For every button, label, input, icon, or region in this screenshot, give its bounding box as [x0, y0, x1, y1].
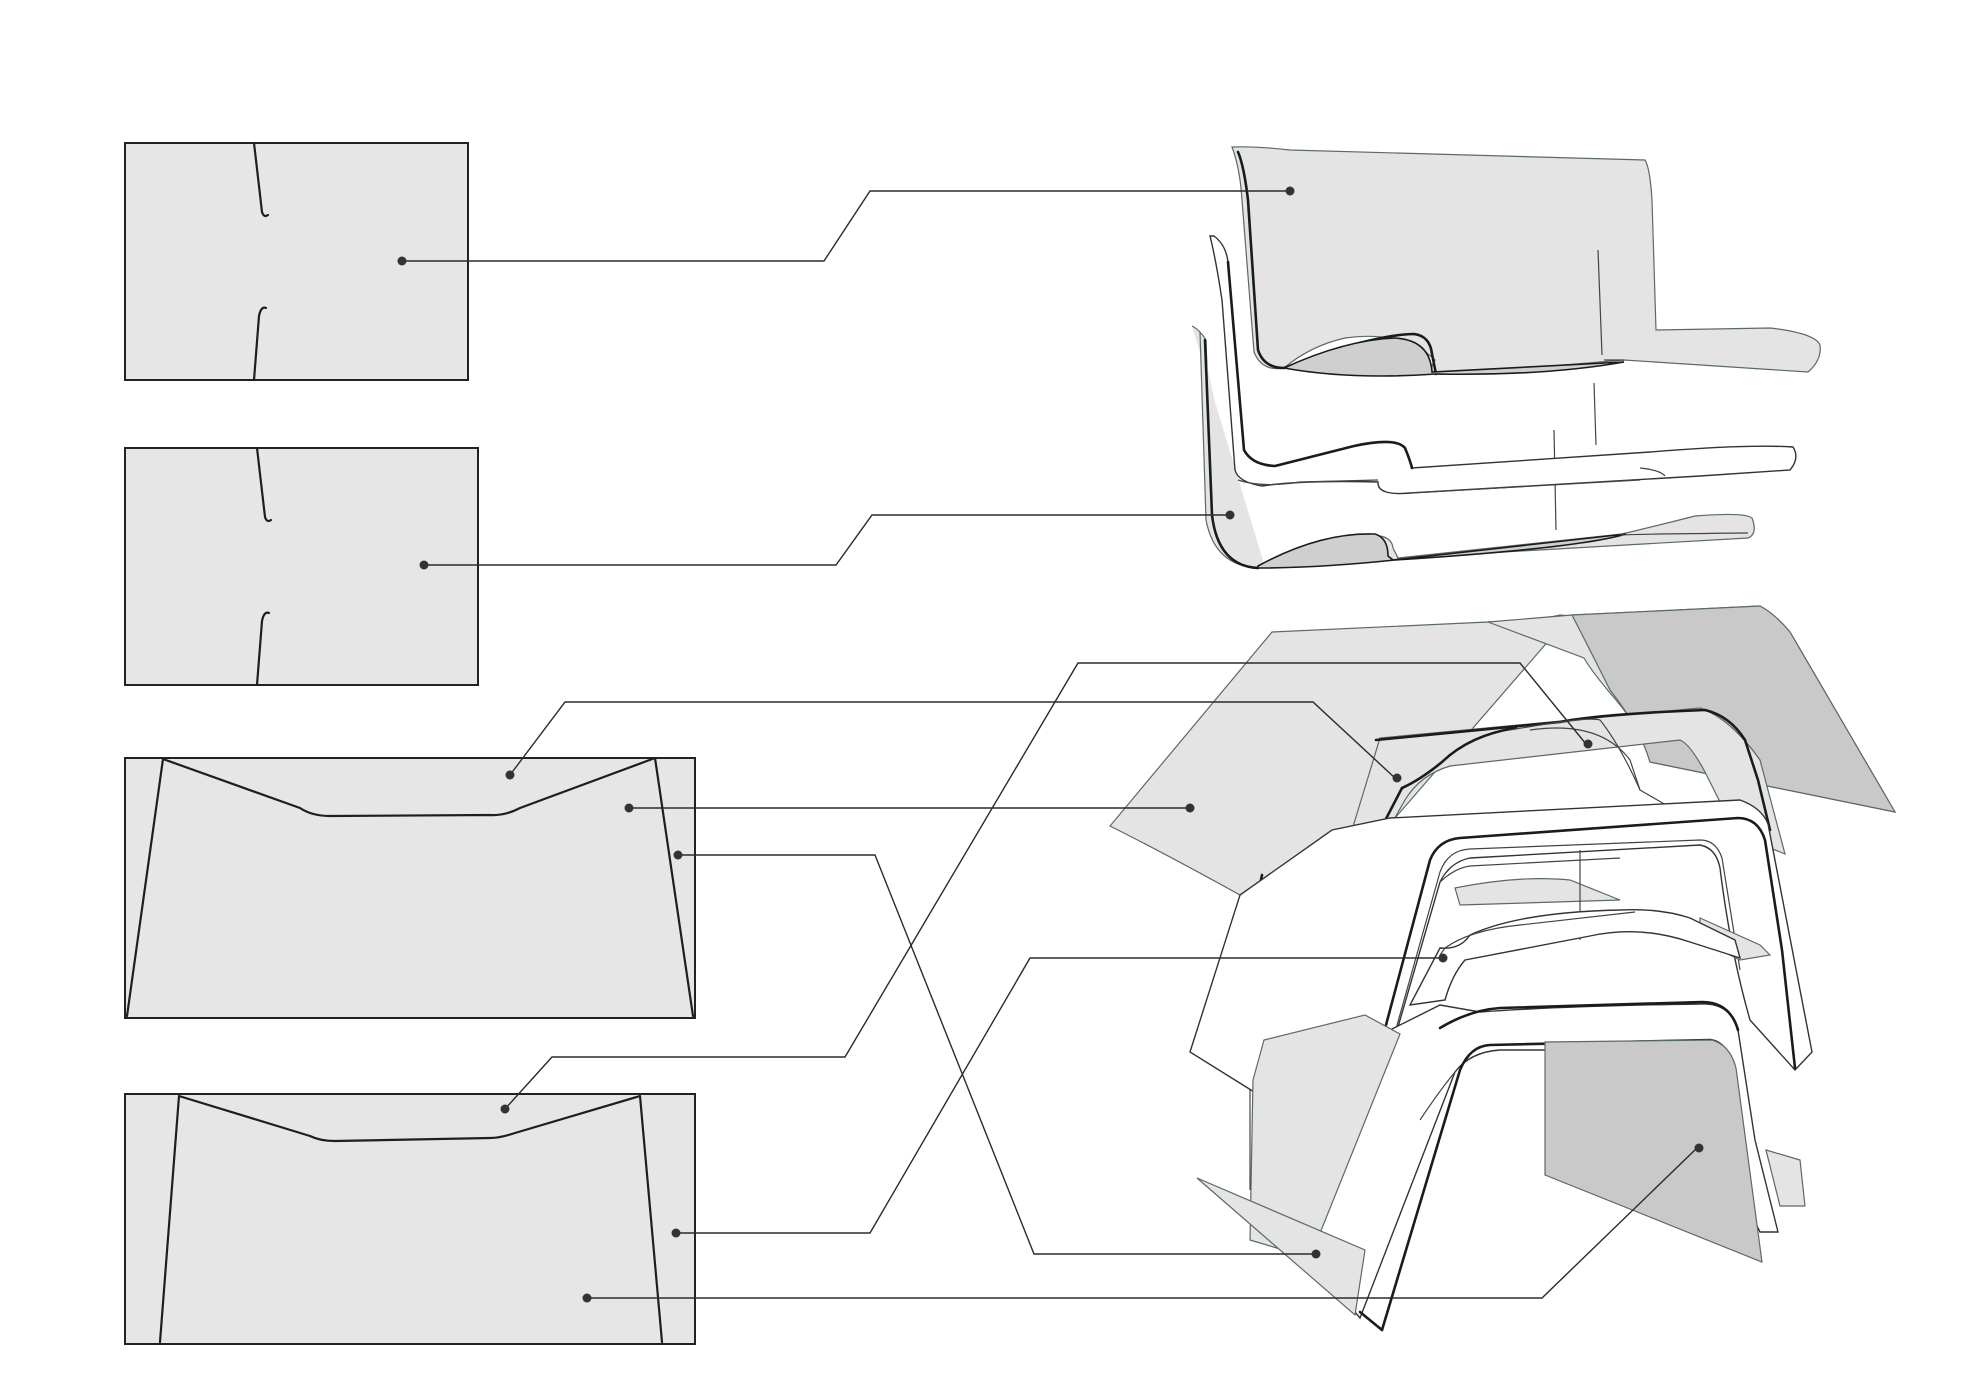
flat-panel-3: [124, 756, 696, 1019]
table-assembly: [1109, 605, 1897, 1332]
flat-panel-2: [124, 446, 479, 687]
leader-lines: [402, 190, 1698, 1299]
seat-assembly: [1191, 146, 1821, 570]
flat-panel-4: [124, 1093, 696, 1345]
leader-dots: [397, 186, 1704, 1303]
